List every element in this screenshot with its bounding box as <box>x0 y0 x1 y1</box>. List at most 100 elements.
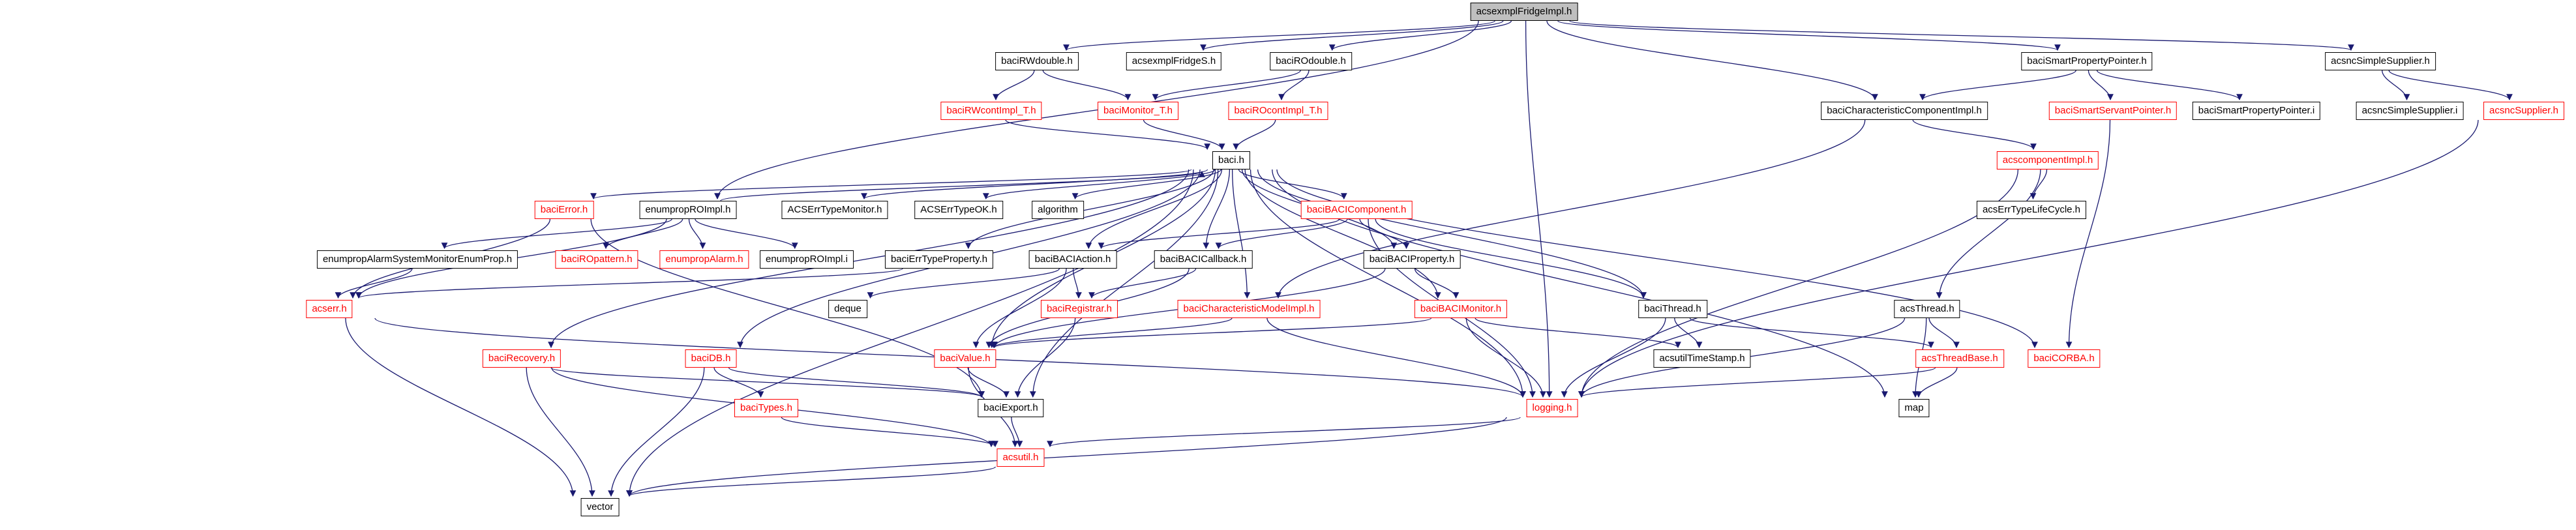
graph-edge <box>1674 317 1703 348</box>
graph-node-bacicharacteristicmodelimpl-h[interactable]: baciCharacteristicModelImpl.h <box>1177 300 1321 318</box>
graph-node-bacicharacteristiccomponentimpl-h[interactable]: baciCharacteristicComponentImpl.h <box>1821 102 1988 120</box>
graph-node-acsexmplfridgeimpl-h: acsexmplFridgeImpl.h <box>1470 3 1578 21</box>
graph-edge <box>2388 70 2513 100</box>
graph-edge <box>867 268 1060 299</box>
graph-node-bacibaciaction-h[interactable]: baciBACIAction.h <box>1028 250 1117 269</box>
graph-node-bacierror-h[interactable]: baciError.h <box>534 201 594 219</box>
graph-edge <box>720 171 1205 201</box>
graph-node-acserrtypelifecycle-h[interactable]: acsErrTypeLifeCycle.h <box>1976 201 2087 219</box>
graph-edge <box>626 466 996 497</box>
graph-edge <box>1072 268 1082 299</box>
graph-node-bacithread-h[interactable]: baciThread.h <box>1638 300 1707 318</box>
graph-node-bacierrtypeproperty-h[interactable]: baciErrTypeProperty.h <box>884 250 994 269</box>
graph-edge <box>1042 70 1131 100</box>
graph-node-map[interactable]: map <box>1898 399 1930 417</box>
graph-edge <box>1465 317 1546 398</box>
graph-edge <box>1414 268 1460 299</box>
graph-edge <box>590 218 985 398</box>
graph-node-baciropattern-h[interactable]: baciROpattern.h <box>555 250 638 269</box>
graph-node-acserr-h[interactable]: acserr.h <box>306 300 353 318</box>
graph-node-bacirwcontimpl-t-h[interactable]: baciRWcontImpl_T.h <box>940 102 1042 120</box>
graph-node-acserrtypeok-h[interactable]: ACSErrTypeOK.h <box>914 201 1003 219</box>
graph-edge <box>608 367 705 497</box>
graph-node-enumproproimpl-i[interactable]: enumpropROImpl.i <box>760 250 854 269</box>
graph-edge <box>1071 169 1221 199</box>
graph-node-baci-h[interactable]: baci.h <box>1212 151 1251 169</box>
graph-node-bacirocontimpl-t-h[interactable]: baciROcontImpl_T.h <box>1228 102 1328 120</box>
graph-edge <box>1928 317 1960 348</box>
graph-edge <box>1244 169 1441 299</box>
graph-edge <box>695 218 798 249</box>
graph-node-bacidb-h[interactable]: baciDB.h <box>685 349 737 368</box>
graph-node-bacismartpropertypointer-h[interactable]: baciSmartPropertyPointer.h <box>2021 52 2153 70</box>
graph-node-bacirodouble-h[interactable]: baciROdouble.h <box>1270 52 1352 70</box>
graph-edge <box>1085 169 1223 249</box>
graph-edge <box>1257 169 1647 299</box>
graph-edge <box>781 417 998 447</box>
graph-edge <box>335 268 413 299</box>
graph-edge <box>965 169 1214 249</box>
graph-node-algorithm[interactable]: algorithm <box>1032 201 1084 219</box>
graph-node-acsutil-h[interactable]: acsutil.h <box>996 449 1045 467</box>
graph-node-bacirwdouble-h[interactable]: baciRWdouble.h <box>995 52 1079 70</box>
graph-edge <box>1098 218 1340 249</box>
graph-node-bacitypes-h[interactable]: baciTypes.h <box>734 399 799 417</box>
graph-edge <box>1689 317 1934 348</box>
graph-node-acsutiltimestamp-h[interactable]: acsutilTimeStamp.h <box>1653 349 1751 368</box>
graph-node-enumpropalarmsystemmonitorenumprop-h[interactable]: enumpropAlarmSystemMonitorEnumProp.h <box>316 250 518 269</box>
graph-node-baciexport-h[interactable]: baciExport.h <box>978 399 1044 417</box>
graph-node-acsthread-h[interactable]: acsThread.h <box>1894 300 1960 318</box>
graph-edge <box>1014 317 1076 398</box>
graph-node-bacibaciproperty-h[interactable]: baciBACIProperty.h <box>1363 250 1461 269</box>
graph-node-bacismartservantpointer-h[interactable]: baciSmartServantPointer.h <box>2048 102 2178 120</box>
graph-edge <box>1063 20 1495 51</box>
graph-node-bacibacimonitor-h[interactable]: baciBACIMonitor.h <box>1414 300 1508 318</box>
graph-node-acsncsimplesupplier-h[interactable]: acsncSimpleSupplier.h <box>2325 52 2436 70</box>
graph-edge <box>1578 367 1936 398</box>
graph-edge <box>1475 317 1681 348</box>
graph-edge <box>990 317 1233 348</box>
graph-node-baciregistrar-h[interactable]: baciRegistrar.h <box>1040 300 1118 318</box>
graph-edge <box>1912 119 2037 150</box>
graph-edge <box>1238 169 1347 199</box>
graph-edge <box>1919 70 2076 100</box>
graph-node-bacibacicallback-h[interactable]: baciBACICallback.h <box>1154 250 1253 269</box>
graph-edge <box>550 367 985 398</box>
graph-node-vector[interactable]: vector <box>580 498 620 516</box>
graph-node-enumpropalarm-h[interactable]: enumpropAlarm.h <box>659 250 749 269</box>
graph-edge <box>1011 417 1023 447</box>
graph-edge <box>2029 169 2048 199</box>
graph-edge <box>1231 169 1251 299</box>
graph-node-bacicorba-h[interactable]: baciCORBA.h <box>2028 349 2101 368</box>
graph-edge <box>1328 20 1512 51</box>
graph-edge <box>991 317 1432 348</box>
graph-edge <box>1278 70 1310 100</box>
graph-edge <box>1143 119 1225 150</box>
graph-node-acscomponentimpl-h[interactable]: acscomponentImpl.h <box>1996 151 2099 169</box>
graph-node-acserrtypemonitor-h[interactable]: ACSErrTypeMonitor.h <box>781 201 888 219</box>
graph-edge <box>2096 70 2243 100</box>
graph-node-bacivalue-h[interactable]: baciValue.h <box>934 349 996 368</box>
graph-edge <box>1005 119 1210 150</box>
graph-node-bacimonitor-t-h[interactable]: baciMonitor_T.h <box>1098 102 1178 120</box>
graph-node-acsthreadbase-h[interactable]: acsThreadBase.h <box>1915 349 2004 368</box>
graph-node-acsncsupplier-h[interactable]: acsncSupplier.h <box>2483 102 2564 120</box>
graph-node-bacibacicomponent-h[interactable]: baciBACIComponent.h <box>1300 201 1413 219</box>
graph-edge <box>1200 20 1504 51</box>
graph-edge <box>1915 367 1958 398</box>
graph-edge <box>967 367 1010 398</box>
graph-node-bacismartpropertypointer-i[interactable]: baciSmartPropertyPointer.i <box>2192 102 2321 120</box>
graph-node-bacirecovery-h[interactable]: baciRecovery.h <box>482 349 562 368</box>
graph-edge <box>441 218 672 249</box>
graph-edge <box>2382 70 2410 100</box>
graph-node-acsexmplfridges-h[interactable]: acsexmplFridgeS.h <box>1126 52 1222 70</box>
graph-edge <box>1569 20 2354 51</box>
graph-node-logging-h[interactable]: logging.h <box>1526 399 1578 417</box>
graph-edge <box>1266 317 1526 398</box>
graph-node-enumproproimpl-h[interactable]: enumpropROImpl.h <box>639 201 737 219</box>
graph-node-acsncsimplesupplier-i[interactable]: acsncSimpleSupplier.i <box>2356 102 2464 120</box>
graph-node-deque[interactable]: deque <box>828 300 867 318</box>
graph-edge <box>355 268 903 299</box>
graph-edge <box>1152 70 1301 100</box>
